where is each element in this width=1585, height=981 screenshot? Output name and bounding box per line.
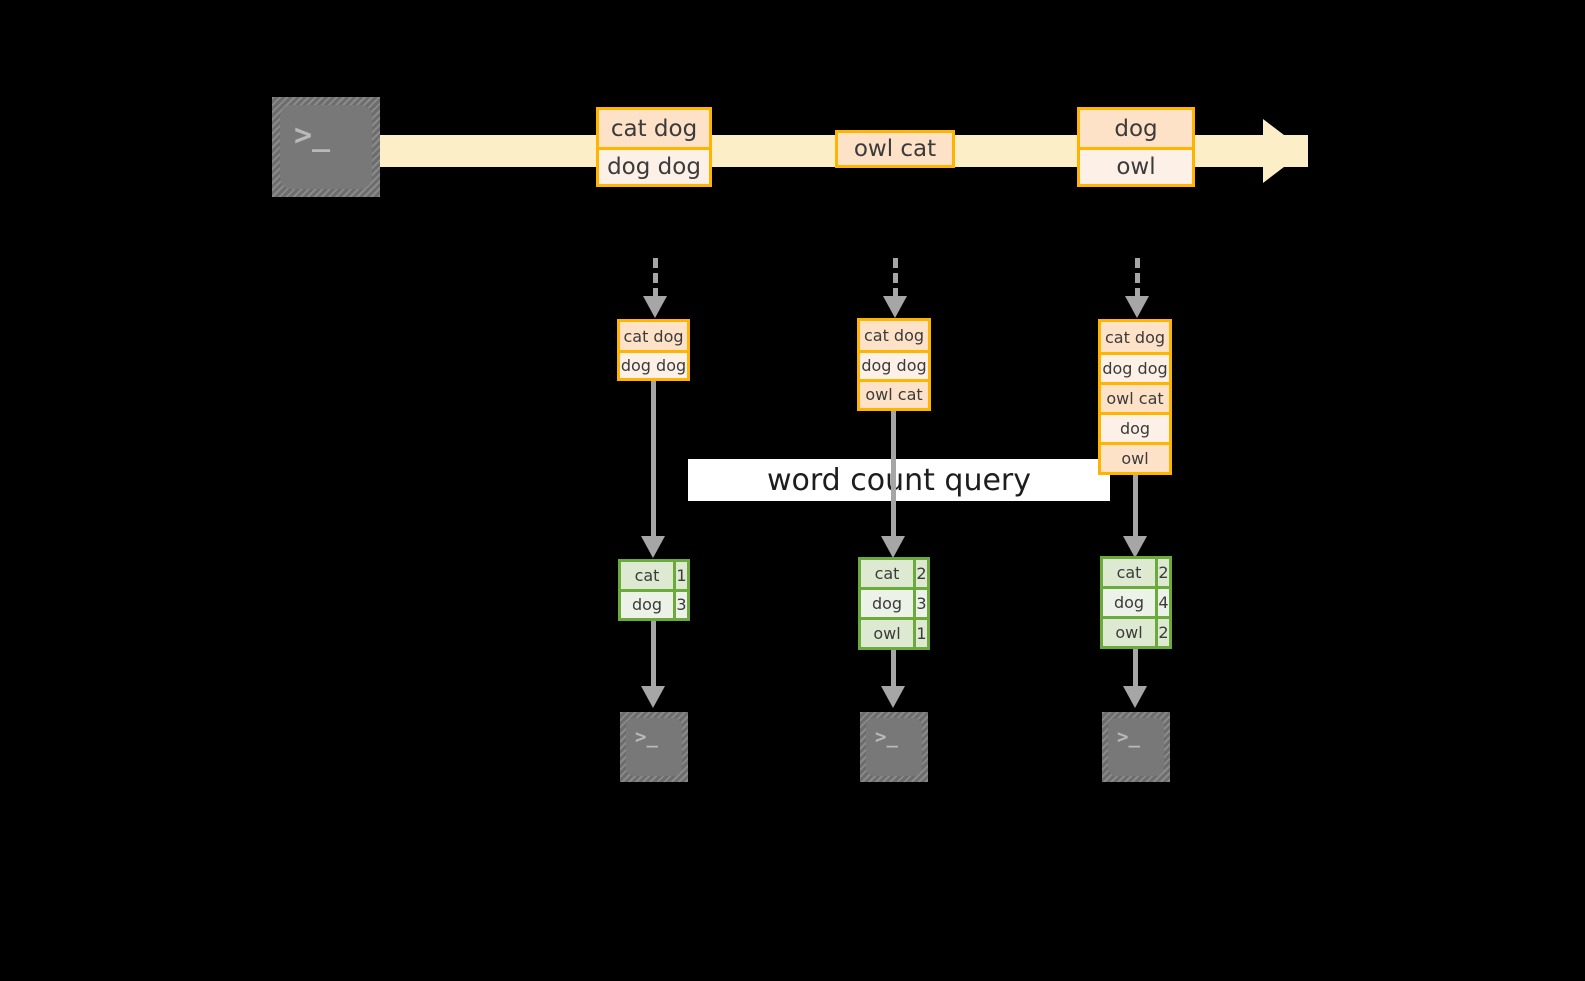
table-row: dog 3 [861, 587, 927, 617]
stream-record-2: owl cat [835, 130, 955, 168]
accumulated-record-line: owl cat [1101, 382, 1169, 412]
table-row: owl 1 [861, 617, 927, 647]
terminal-prompt-glyph: >_ [875, 726, 898, 748]
stream-record-line: dog dog [599, 147, 709, 184]
snapshot-2-count-table: cat 2 dog 3 owl 1 [858, 557, 930, 650]
snapshot-3-sink-terminal-icon: >_ [1102, 712, 1170, 782]
snapshot-2-inflow-line [893, 258, 898, 298]
accumulated-record-line: cat dog [860, 321, 928, 350]
snapshot-2-sink-terminal-icon: >_ [860, 712, 928, 782]
table-cell-word: cat [1103, 559, 1155, 586]
accumulated-record-line: dog dog [620, 350, 687, 378]
terminal-prompt-glyph: >_ [1117, 726, 1140, 748]
snapshot-3-inflow-arrowhead [1125, 296, 1149, 318]
table-row: cat 2 [1103, 559, 1169, 586]
table-cell-word: cat [621, 562, 673, 589]
table-cell-count: 2 [1155, 619, 1169, 646]
snapshot-2-query-arrowhead [881, 536, 905, 558]
snapshot-3-outflow-line [1133, 649, 1138, 690]
table-cell-count: 2 [913, 560, 927, 587]
snapshot-3-count-table: cat 2 dog 4 owl 2 [1100, 556, 1172, 649]
stream-record-line: cat dog [599, 110, 709, 147]
table-cell-word: owl [1103, 619, 1155, 646]
snapshot-2-inflow-arrowhead [883, 296, 907, 318]
table-cell-count: 3 [673, 591, 687, 618]
table-cell-word: cat [861, 560, 913, 587]
accumulated-record-line: dog [1101, 412, 1169, 442]
stream-record-line: owl [1080, 147, 1192, 184]
stream-record-1: cat dog dog dog [596, 107, 712, 187]
table-row: owl 2 [1103, 616, 1169, 646]
snapshot-1-inflow-line [653, 258, 658, 298]
table-cell-word: owl [861, 620, 913, 647]
snapshot-3-accumulated-records: cat dog dog dog owl cat dog owl [1098, 319, 1172, 475]
table-cell-count: 2 [1155, 559, 1169, 586]
snapshot-3-inflow-line [1135, 258, 1140, 298]
table-cell-count: 4 [1155, 589, 1169, 616]
accumulated-record-line: cat dog [1101, 322, 1169, 352]
snapshot-3-query-arrowhead [1123, 536, 1147, 558]
snapshot-1-count-table: cat 1 dog 3 [618, 559, 690, 621]
table-row: cat 2 [861, 560, 927, 587]
accumulated-record-line: dog dog [860, 350, 928, 379]
stream-record-3: dog owl [1077, 107, 1195, 187]
snapshot-3-outflow-arrowhead [1123, 686, 1147, 708]
table-cell-count: 3 [913, 590, 927, 617]
snapshot-2-accumulated-records: cat dog dog dog owl cat [857, 318, 931, 411]
table-cell-word: dog [1103, 589, 1155, 616]
stream-record-line: dog [1080, 110, 1192, 147]
snapshot-1-outflow-arrowhead [641, 686, 665, 708]
table-cell-word: dog [861, 590, 913, 617]
table-cell-word: dog [621, 591, 673, 618]
source-terminal-icon: >_ [272, 97, 380, 197]
snapshot-1-sink-terminal-icon: >_ [620, 712, 688, 782]
snapshot-1-query-arrowhead [641, 536, 665, 558]
query-label-text: word count query [766, 462, 1032, 498]
snapshot-2-query-line [891, 411, 896, 539]
query-label-banner: word count query [688, 459, 1110, 501]
table-row: dog 4 [1103, 586, 1169, 616]
snapshot-1-inflow-arrowhead [643, 296, 667, 318]
terminal-prompt-glyph: >_ [635, 726, 658, 748]
snapshot-2-outflow-line [891, 650, 896, 690]
snapshot-1-outflow-line [651, 621, 656, 689]
stream-arrow-head [1263, 119, 1305, 183]
stream-record-line: owl cat [838, 133, 952, 165]
accumulated-record-line: cat dog [620, 322, 687, 350]
terminal-prompt-glyph: >_ [294, 118, 331, 153]
accumulated-record-line: owl cat [860, 378, 928, 408]
table-cell-count: 1 [673, 562, 687, 589]
table-cell-count: 1 [913, 620, 927, 647]
accumulated-record-line: dog dog [1101, 352, 1169, 382]
snapshot-1-accumulated-records: cat dog dog dog [617, 319, 690, 381]
snapshot-3-query-line [1133, 475, 1138, 539]
snapshot-2-outflow-arrowhead [881, 686, 905, 708]
table-row: dog 3 [621, 588, 687, 618]
accumulated-record-line: owl [1101, 442, 1169, 472]
table-row: cat 1 [621, 562, 687, 589]
snapshot-1-query-line [651, 381, 656, 539]
